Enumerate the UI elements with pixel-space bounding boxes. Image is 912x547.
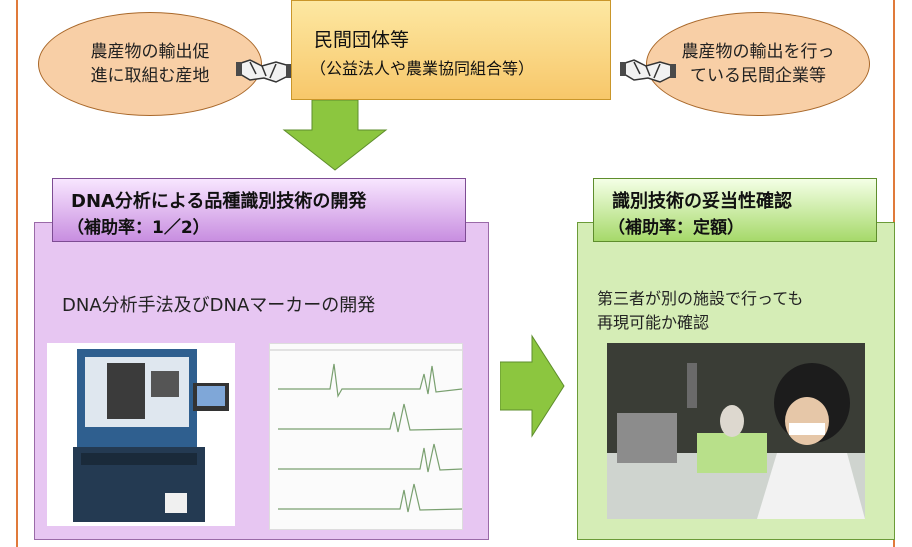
left-section-body-text: DNA分析手法及びDNAマーカーの開発 <box>62 295 376 316</box>
center-org-subtitle: （公益法人や農業協同組合等） <box>310 59 535 78</box>
handshake-icon <box>236 59 292 83</box>
lab-worker-photo <box>607 343 865 519</box>
right-section-body-text: 第三者が別の施設で行っても 再現可能か確認 <box>597 289 804 332</box>
left-partner-text: 農産物の輸出促 進に取組む産地 <box>90 42 210 86</box>
handshake-icon <box>620 59 676 83</box>
frame-left-line <box>16 0 18 547</box>
right-section-header-line2: （補助率：定額） <box>608 218 744 238</box>
down-arrow-icon <box>282 100 388 171</box>
left-partner-ellipse: 農産物の輸出促 進に取組む産地 <box>38 12 262 116</box>
right-section-header-line1: 識別技術の妥当性確認 <box>612 191 792 212</box>
right-partner-text: 農産物の輸出を行っ ている民間企業等 <box>681 42 835 86</box>
center-org-box: 民間団体等 （公益法人や農業協同組合等） <box>291 0 611 100</box>
left-section-header-line1: DNA分析による品種識別技術の開発 <box>71 191 367 212</box>
electropherogram-chart <box>269 343 463 530</box>
dna-analyzer-photo <box>47 343 235 526</box>
left-section-header-line2: （補助率：1／2） <box>67 218 210 238</box>
center-org-title: 民間団体等 <box>314 29 410 51</box>
right-partner-ellipse: 農産物の輸出を行っ ている民間企業等 <box>646 12 870 116</box>
right-arrow-icon <box>500 334 565 438</box>
left-section-header: DNA分析による品種識別技術の開発 （補助率：1／2） <box>52 178 466 242</box>
right-section-header: 識別技術の妥当性確認 （補助率：定額） <box>593 178 877 242</box>
